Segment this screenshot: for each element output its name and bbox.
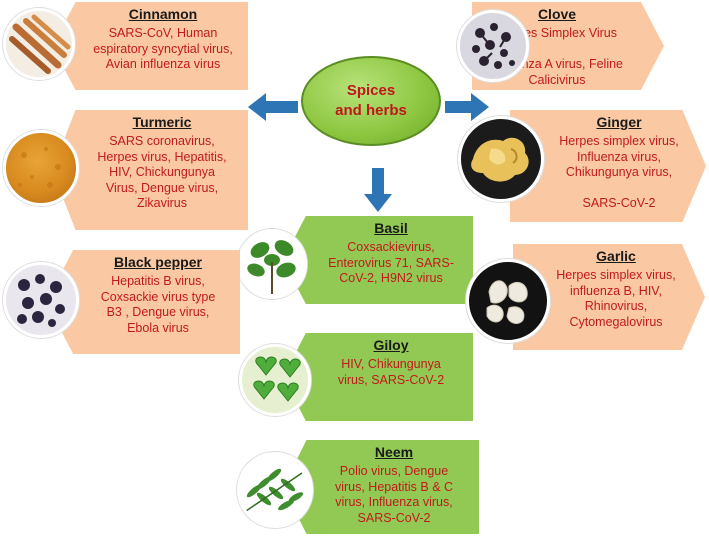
basil-card: Basil Coxsackievirus, Enterovirus 71, SA… <box>283 216 473 304</box>
black-pepper-viruses: Hepatitis B virus, Coxsackie virus type … <box>100 274 216 335</box>
garlic-viruses: Herpes simplex virus, influenza B, HIV, … <box>556 268 676 329</box>
neem-photo <box>237 452 313 528</box>
turmeric-title: Turmeric <box>132 114 192 130</box>
ginger-viruses: Herpes simplex virus, Influenza virus, C… <box>559 134 679 210</box>
cinnamon-viruses: SARS-CoV, Human espiratory syncytial vir… <box>93 26 233 71</box>
cinnamon-card: Cinnamon SARS-CoV, Human espiratory sync… <box>52 2 248 90</box>
cinnamon-title: Cinnamon <box>128 6 198 22</box>
center-hub: Spices and herbs <box>301 56 441 146</box>
neem-viruses: Polio virus, Dengue virus, Hepatitis B &… <box>334 464 454 525</box>
clove-title: Clove <box>537 6 577 22</box>
clove-photo <box>457 10 529 82</box>
turmeric-photo <box>3 130 79 206</box>
center-title-line2: and herbs <box>335 102 407 119</box>
giloy-title: Giloy <box>373 337 409 353</box>
turmeric-card: Turmeric SARS coronavirus, Herpes virus,… <box>52 110 248 230</box>
basil-title: Basil <box>374 220 408 236</box>
giloy-photo <box>239 344 311 416</box>
neem-title: Neem <box>374 444 414 460</box>
black-pepper-photo <box>3 262 79 338</box>
black-pepper-title: Black pepper <box>114 254 202 270</box>
ginger-title: Ginger <box>596 114 642 130</box>
arrow-left-icon <box>248 93 298 121</box>
turmeric-viruses: SARS coronavirus, Herpes virus, Hepatiti… <box>97 134 227 210</box>
ginger-photo <box>458 116 544 202</box>
garlic-title: Garlic <box>596 248 636 264</box>
basil-photo <box>237 229 307 299</box>
center-title-line1: Spices <box>346 82 396 99</box>
arrow-down-icon <box>364 168 392 212</box>
garlic-photo <box>466 259 550 343</box>
basil-viruses: Coxsackievirus, Enterovirus 71, SARS- Co… <box>328 240 454 285</box>
arrow-right-icon <box>445 93 489 121</box>
ginger-card: Ginger Herpes simplex virus, Influenza v… <box>510 110 706 222</box>
cinnamon-photo <box>3 8 75 80</box>
giloy-viruses: HIV, Chikungunya virus, SARS-CoV-2 <box>337 357 445 387</box>
giloy-card: Giloy HIV, Chikungunya virus, SARS-CoV-2 <box>283 333 473 421</box>
neem-card: Neem Polio virus, Dengue virus, Hepatiti… <box>283 440 479 534</box>
